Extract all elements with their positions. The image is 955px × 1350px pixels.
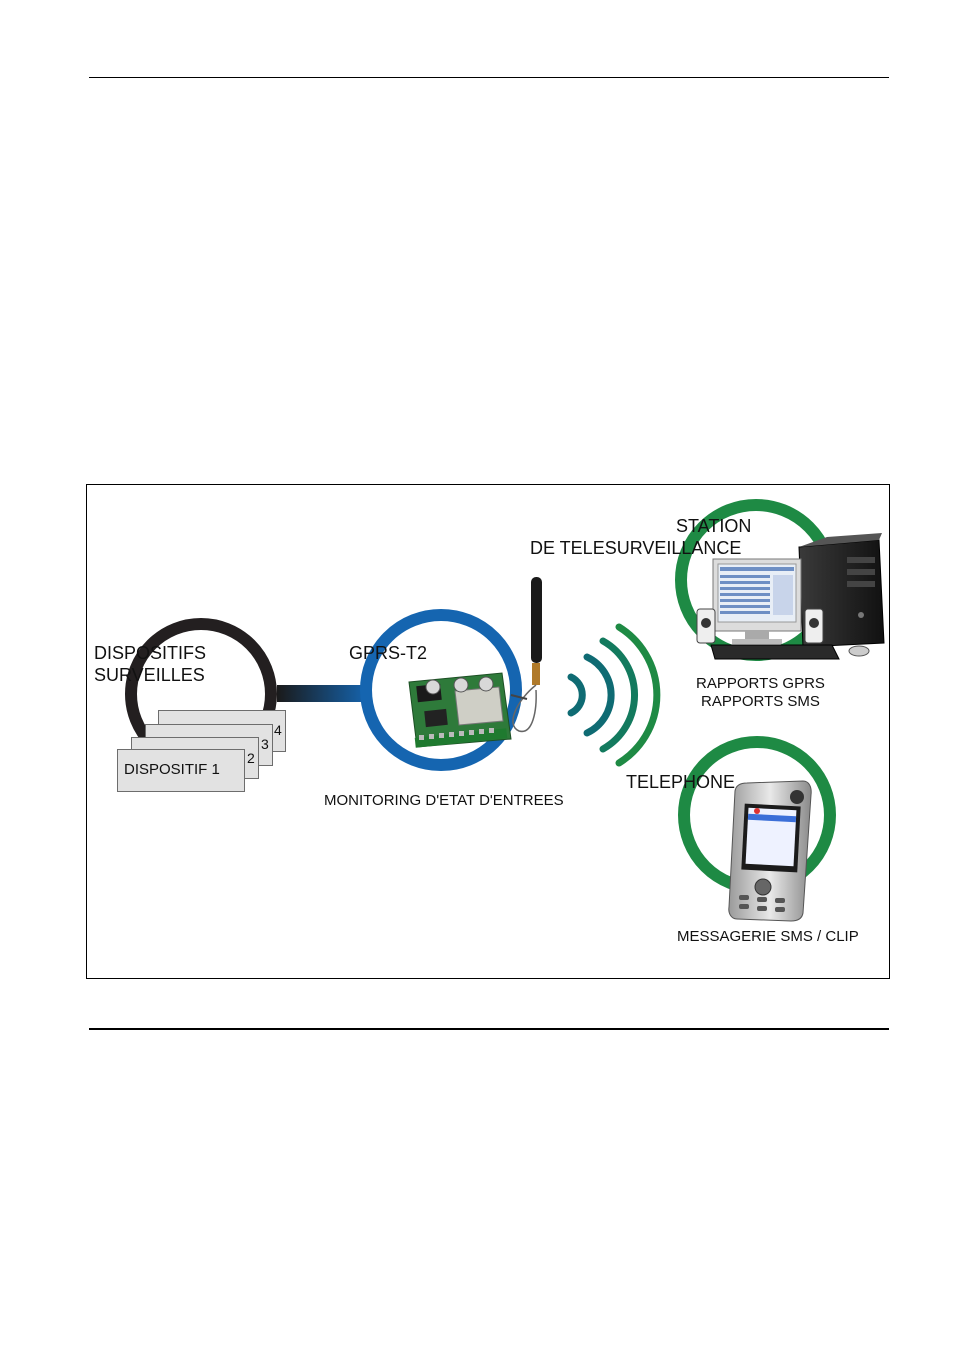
station-label-line2: DE TELESURVEILLANCE bbox=[530, 538, 742, 558]
device-card-4-number: 4 bbox=[274, 722, 282, 738]
device-card-2-number: 2 bbox=[247, 750, 255, 766]
station-label-line1: STATION bbox=[676, 516, 752, 536]
mobile-phone-image bbox=[728, 780, 812, 922]
header-rule bbox=[89, 77, 889, 78]
module-board-image bbox=[408, 672, 512, 748]
link-bar bbox=[277, 685, 369, 702]
station-report-gprs: RAPPORTS GPRS bbox=[696, 675, 825, 692]
system-diagram: 4 3 2 DISPOSITIF 1 DISPOSITIFS SURVEILLE… bbox=[86, 484, 890, 979]
footer-rule bbox=[89, 1028, 889, 1030]
diagram-graphics bbox=[125, 499, 885, 922]
telephone-caption: MESSAGERIE SMS / CLIP bbox=[677, 928, 859, 945]
monitored-devices-label-line2: SURVEILLES bbox=[94, 665, 205, 685]
module-ring bbox=[360, 609, 522, 771]
radio-waves bbox=[567, 623, 661, 767]
antenna-image bbox=[510, 577, 542, 732]
device-card-1-label: DISPOSITIF 1 bbox=[124, 761, 220, 778]
station-report-sms: RAPPORTS SMS bbox=[701, 693, 820, 710]
module-caption: MONITORING D'ETAT D'ENTREES bbox=[324, 792, 564, 809]
monitored-devices-label-line1: DISPOSITIFS bbox=[94, 643, 207, 663]
module-name-label: GPRS-T2 bbox=[349, 643, 428, 663]
workstation-image bbox=[696, 533, 885, 660]
telephone-label: TELEPHONE bbox=[626, 772, 736, 792]
device-card-1 bbox=[117, 749, 245, 792]
device-card-3-number: 3 bbox=[261, 736, 269, 752]
